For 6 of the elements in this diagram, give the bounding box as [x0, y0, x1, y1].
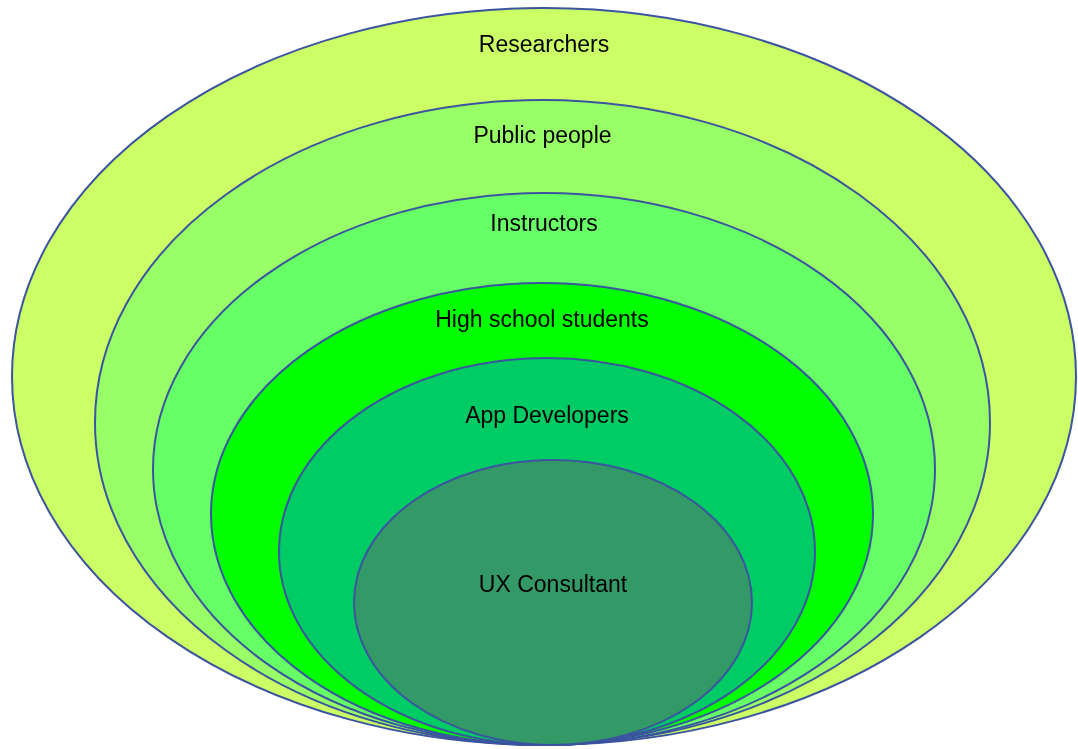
layer-label: UX Consultant: [478, 570, 628, 598]
layer-label: High school students: [435, 305, 649, 333]
layer-label: Instructors: [490, 209, 598, 237]
layer-label: Researchers: [478, 30, 610, 58]
layer-label: Public people: [473, 121, 612, 149]
layer-label: App Developers: [465, 401, 629, 429]
